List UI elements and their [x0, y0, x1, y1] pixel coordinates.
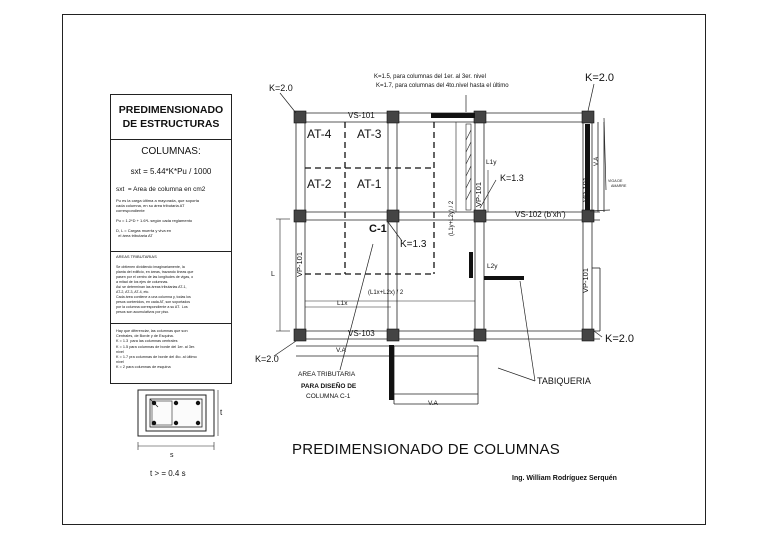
drawing-title: PREDIMENSIONADO DE COLUMNAS: [292, 441, 560, 458]
label-vp101-left: VP-101: [295, 251, 304, 277]
inner-stirrup: [151, 400, 173, 426]
label-k13-center: K=1.3: [400, 239, 427, 250]
author-credit: Ing. William Rodríguez Serquén: [512, 475, 617, 482]
label-va-stair: V.A: [428, 400, 438, 407]
label-vp101-mid: VP-101: [474, 181, 483, 207]
areas-header: AREAS TRIBUTARIAS: [116, 254, 157, 259]
label-at4: AT-4: [307, 127, 332, 141]
label-half-y: (L1y+L2y) / 2: [449, 200, 455, 236]
label-at2: AT-2: [307, 177, 332, 191]
column-section-detail: [137, 389, 219, 450]
label-vs102: VS-102 (b’xh’): [515, 210, 566, 219]
area-formula: sxt = 5.44*K*Pu / 1000: [130, 167, 212, 176]
areas-text: Se obtienen dividiendo imaginariamente, …: [116, 265, 194, 314]
section-s-label: s: [170, 452, 174, 459]
label-vs101: VS-101: [348, 111, 375, 120]
info-panel: PREDIMENSIONADO DE ESTRUCTURAS COLUMNAS:…: [110, 94, 232, 384]
label-at1: AT-1: [357, 177, 382, 191]
label-k13-right: K=1.3: [500, 173, 524, 183]
label-l-dim: L: [271, 271, 275, 278]
note-pu-combo: Pu = 1.2*D + 1.6*L según cada reglamento: [116, 218, 193, 223]
section-t-label: t: [220, 408, 223, 417]
columns-header: COLUMNAS:: [141, 146, 201, 157]
label-area-trib-2: PARA DISEÑO DE: [301, 383, 357, 390]
stair-wall: [465, 123, 472, 211]
label-vp101-right-top: VP-101: [581, 176, 590, 202]
label-at3: AT-3: [357, 127, 382, 141]
dimensions: [276, 122, 489, 332]
tributary-areas: [305, 122, 435, 275]
k-note-line1: K=1.5, para columnas del 1er. al 3er. ni…: [374, 74, 486, 80]
k-factors-text: Hay que diferenciar, las columnas que so…: [116, 329, 197, 370]
label-area-trib-3: COLUMNA C-1: [306, 393, 351, 400]
label-half-x: (L1x+L2x) / 2: [368, 290, 404, 296]
label-l2y: L2y: [487, 263, 498, 270]
label-viga-amarre-1: VIGA DE: [608, 179, 623, 183]
label-viga-amarre-2: AMARRE: [611, 184, 627, 188]
note-pu: Pu es la carga última a mayorada, que so…: [116, 198, 199, 213]
columns-section: COLUMNAS: sxt = 5.44*K*Pu / 1000 sxt = A…: [111, 140, 231, 252]
label-va-right: V.A: [594, 156, 600, 166]
label-vs103: VS-103: [348, 329, 375, 338]
walls: [389, 113, 590, 400]
k-top-left: K=2.0: [269, 83, 293, 93]
note-dl: D, L = Cargas muerta y viva en el área t…: [116, 228, 172, 238]
k-note-line2: K=1.7, para columnas del 4to.nivel hasta…: [376, 83, 509, 89]
k-bottom-right: K=2.0: [605, 333, 635, 345]
ratio-label: t > = 0.4 s: [150, 469, 186, 478]
columns: [293, 110, 595, 342]
k-top-right: K=2.0: [585, 72, 615, 84]
area-definition: sxt = Area de columna en cm2: [116, 186, 206, 193]
rebars: [151, 400, 201, 426]
label-va-bottom: V.A: [336, 347, 346, 354]
panel-title-line1: PREDIMENSIONADO: [118, 104, 224, 116]
label-area-trib-1: AREA TRIBUTARIA: [298, 371, 356, 378]
stirrup: [149, 398, 203, 428]
panel-title-section: PREDIMENSIONADO DE ESTRUCTURAS: [111, 95, 231, 140]
label-l1y: L1y: [486, 159, 497, 166]
label-c1: C-1: [369, 223, 387, 235]
panel-title-line2: DE ESTRUCTURAS: [122, 118, 220, 130]
leader-lines: [273, 83, 611, 382]
label-vp101-right-bottom: VP-101: [581, 267, 590, 293]
k-factors-section: Hay que diferenciar, las columnas que so…: [111, 324, 231, 383]
label-l1x: L1x: [337, 300, 348, 307]
k-bottom-left: K=2.0: [255, 354, 279, 364]
label-tabiqueria: TABIQUERIA: [537, 376, 591, 386]
areas-section: AREAS TRIBUTARIAS Se obtienen dividiendo…: [111, 252, 231, 324]
